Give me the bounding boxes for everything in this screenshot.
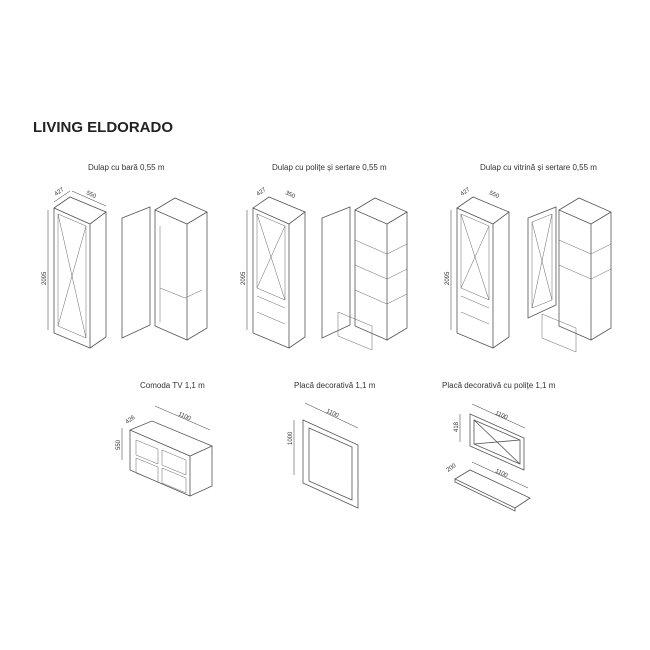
dim-height: 2095	[241, 271, 247, 285]
drawing-dulap-vitrina-closed: 2095 427 550	[445, 187, 510, 349]
dim-width: 550	[85, 190, 97, 200]
dim-height: 2095	[42, 271, 48, 285]
drawing-dulap-polite-closed: 2095 427 350	[241, 187, 306, 349]
dim-width: 1100	[177, 411, 192, 422]
caption-placa-decorativa: Placă decorativă 1,1 m	[294, 381, 376, 390]
drawing-placa-polite: 418 1100 1100 200	[446, 403, 531, 512]
drawing-dulap-polite-open	[321, 197, 408, 351]
caption-dulap-bara: Dulap cu bară 0,55 m	[88, 163, 165, 172]
drawing-placa-decorativa: 1000 1100	[288, 402, 359, 509]
dim-depth: 426	[125, 415, 137, 426]
drawing-dulap-vitrina-open	[527, 197, 612, 353]
caption-comoda-tv: Comoda TV 1,1 m	[140, 381, 205, 390]
dim-width: 1100	[494, 410, 509, 421]
page-title: LIVING ELDORADO	[33, 119, 174, 136]
caption-dulap-vitrina: Dulap cu vitrină și sertare 0,55 m	[480, 163, 597, 172]
dim-shelf-depth: 200	[446, 463, 458, 474]
drawing-dulap-bara-open	[121, 197, 208, 341]
drawing-dulap-bara-closed: 2095 427 550	[42, 187, 107, 349]
drawing-comoda-tv: 550 426 1100	[116, 405, 214, 497]
dim-depth: 427	[460, 187, 472, 198]
dim-width: 350	[284, 190, 296, 200]
dim-depth: 427	[256, 187, 268, 198]
caption-placa-polite: Placă decorativă cu polițe 1,1 m	[442, 381, 556, 390]
dim-depth: 427	[54, 187, 66, 198]
dim-width: 1100	[325, 408, 340, 419]
dim-height: 550	[116, 439, 122, 450]
dim-height: 418	[454, 421, 460, 432]
caption-dulap-polite: Dulap cu polițe și sertare 0,55 m	[272, 163, 387, 172]
dim-height: 1000	[288, 431, 294, 445]
dim-shelf-width: 1100	[494, 468, 509, 479]
dim-height: 2095	[445, 271, 451, 285]
dim-width: 550	[488, 190, 500, 200]
